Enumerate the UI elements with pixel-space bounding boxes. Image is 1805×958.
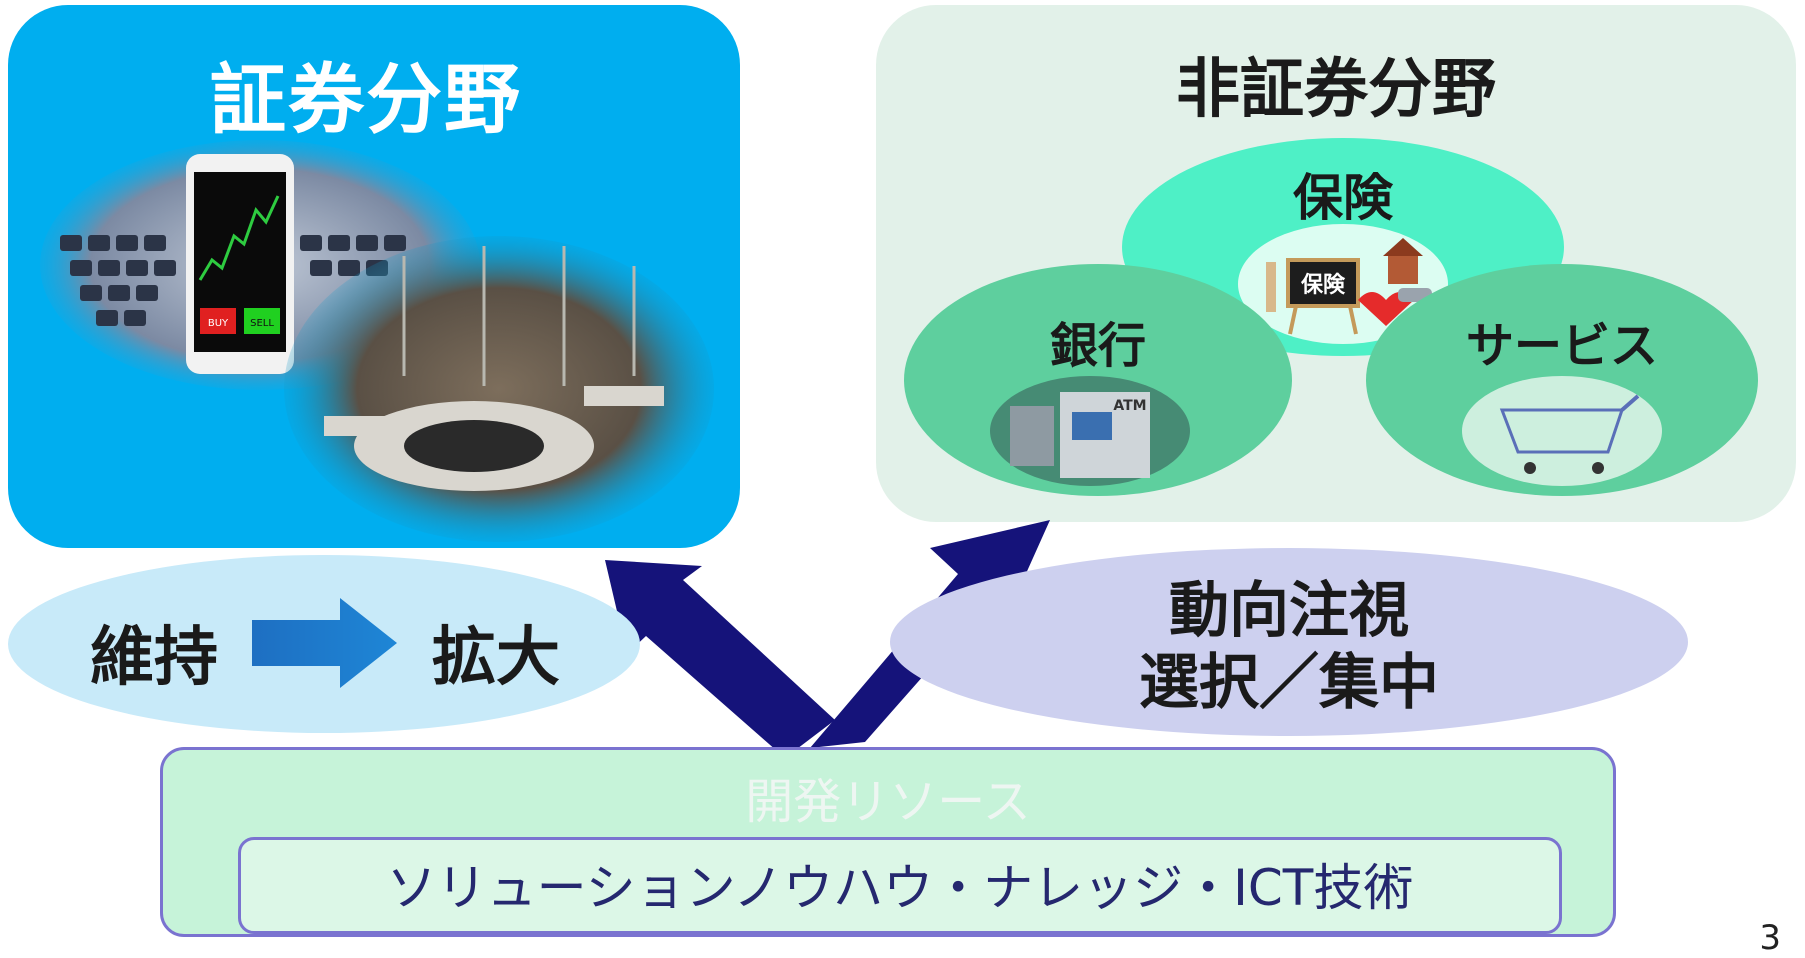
atm-screen (1072, 412, 1112, 440)
maintain-text: 維持 (90, 621, 218, 695)
insurance-sign-text: 保険 (1300, 273, 1346, 298)
figure-icon (1266, 262, 1276, 312)
dev-resources-title: 開発リソース (745, 774, 1031, 830)
shopping-cart-icon (1499, 408, 1625, 454)
right-arrow-icon (252, 598, 397, 688)
page-number: 3 (1759, 918, 1781, 958)
cart-illustration (1462, 376, 1662, 486)
service-ellipse: サービス (1366, 264, 1758, 496)
insurance-label: 保険 (1293, 169, 1393, 227)
exchange-pillars (402, 246, 636, 386)
select-focus-text: 選択／集中 (1139, 648, 1439, 718)
exchange-desk-left (324, 416, 394, 436)
house-icon (1388, 254, 1418, 284)
buy-label: BUY (208, 318, 229, 329)
service-label: サービス (1465, 318, 1658, 374)
expand-text: 拡大 (432, 621, 560, 695)
atm-text: ATM (1113, 398, 1146, 414)
knowhow-label: ソリューションノウハウ・ナレッジ・ICT技術 (386, 859, 1414, 917)
insurance-illustration: 保険 (1238, 224, 1448, 344)
trend-ellipse (890, 548, 1688, 736)
atm-machine-side (1010, 406, 1054, 466)
bank-ellipse: 銀行 ATM (904, 264, 1292, 496)
securities-title: 証券分野 (210, 55, 522, 144)
insurance-sign (1286, 258, 1360, 308)
buy-button (200, 308, 236, 334)
non-securities-title: 非証券分野 (1176, 53, 1496, 127)
candlestick-chart (198, 195, 280, 281)
sell-button (244, 308, 280, 334)
trading-ring-center (404, 420, 544, 472)
knowhow-box (238, 837, 1562, 934)
keyboard-keys (60, 235, 406, 326)
trend-watch-text: 動向注視 (1169, 576, 1409, 646)
bank-label: 銀行 (1049, 318, 1146, 374)
exchange-desk-right (584, 386, 664, 406)
atm-illustration: ATM (990, 376, 1190, 486)
stock-exchange-image (284, 236, 714, 542)
arrow-to-securities (605, 560, 835, 758)
sell-label: SELL (250, 318, 274, 329)
